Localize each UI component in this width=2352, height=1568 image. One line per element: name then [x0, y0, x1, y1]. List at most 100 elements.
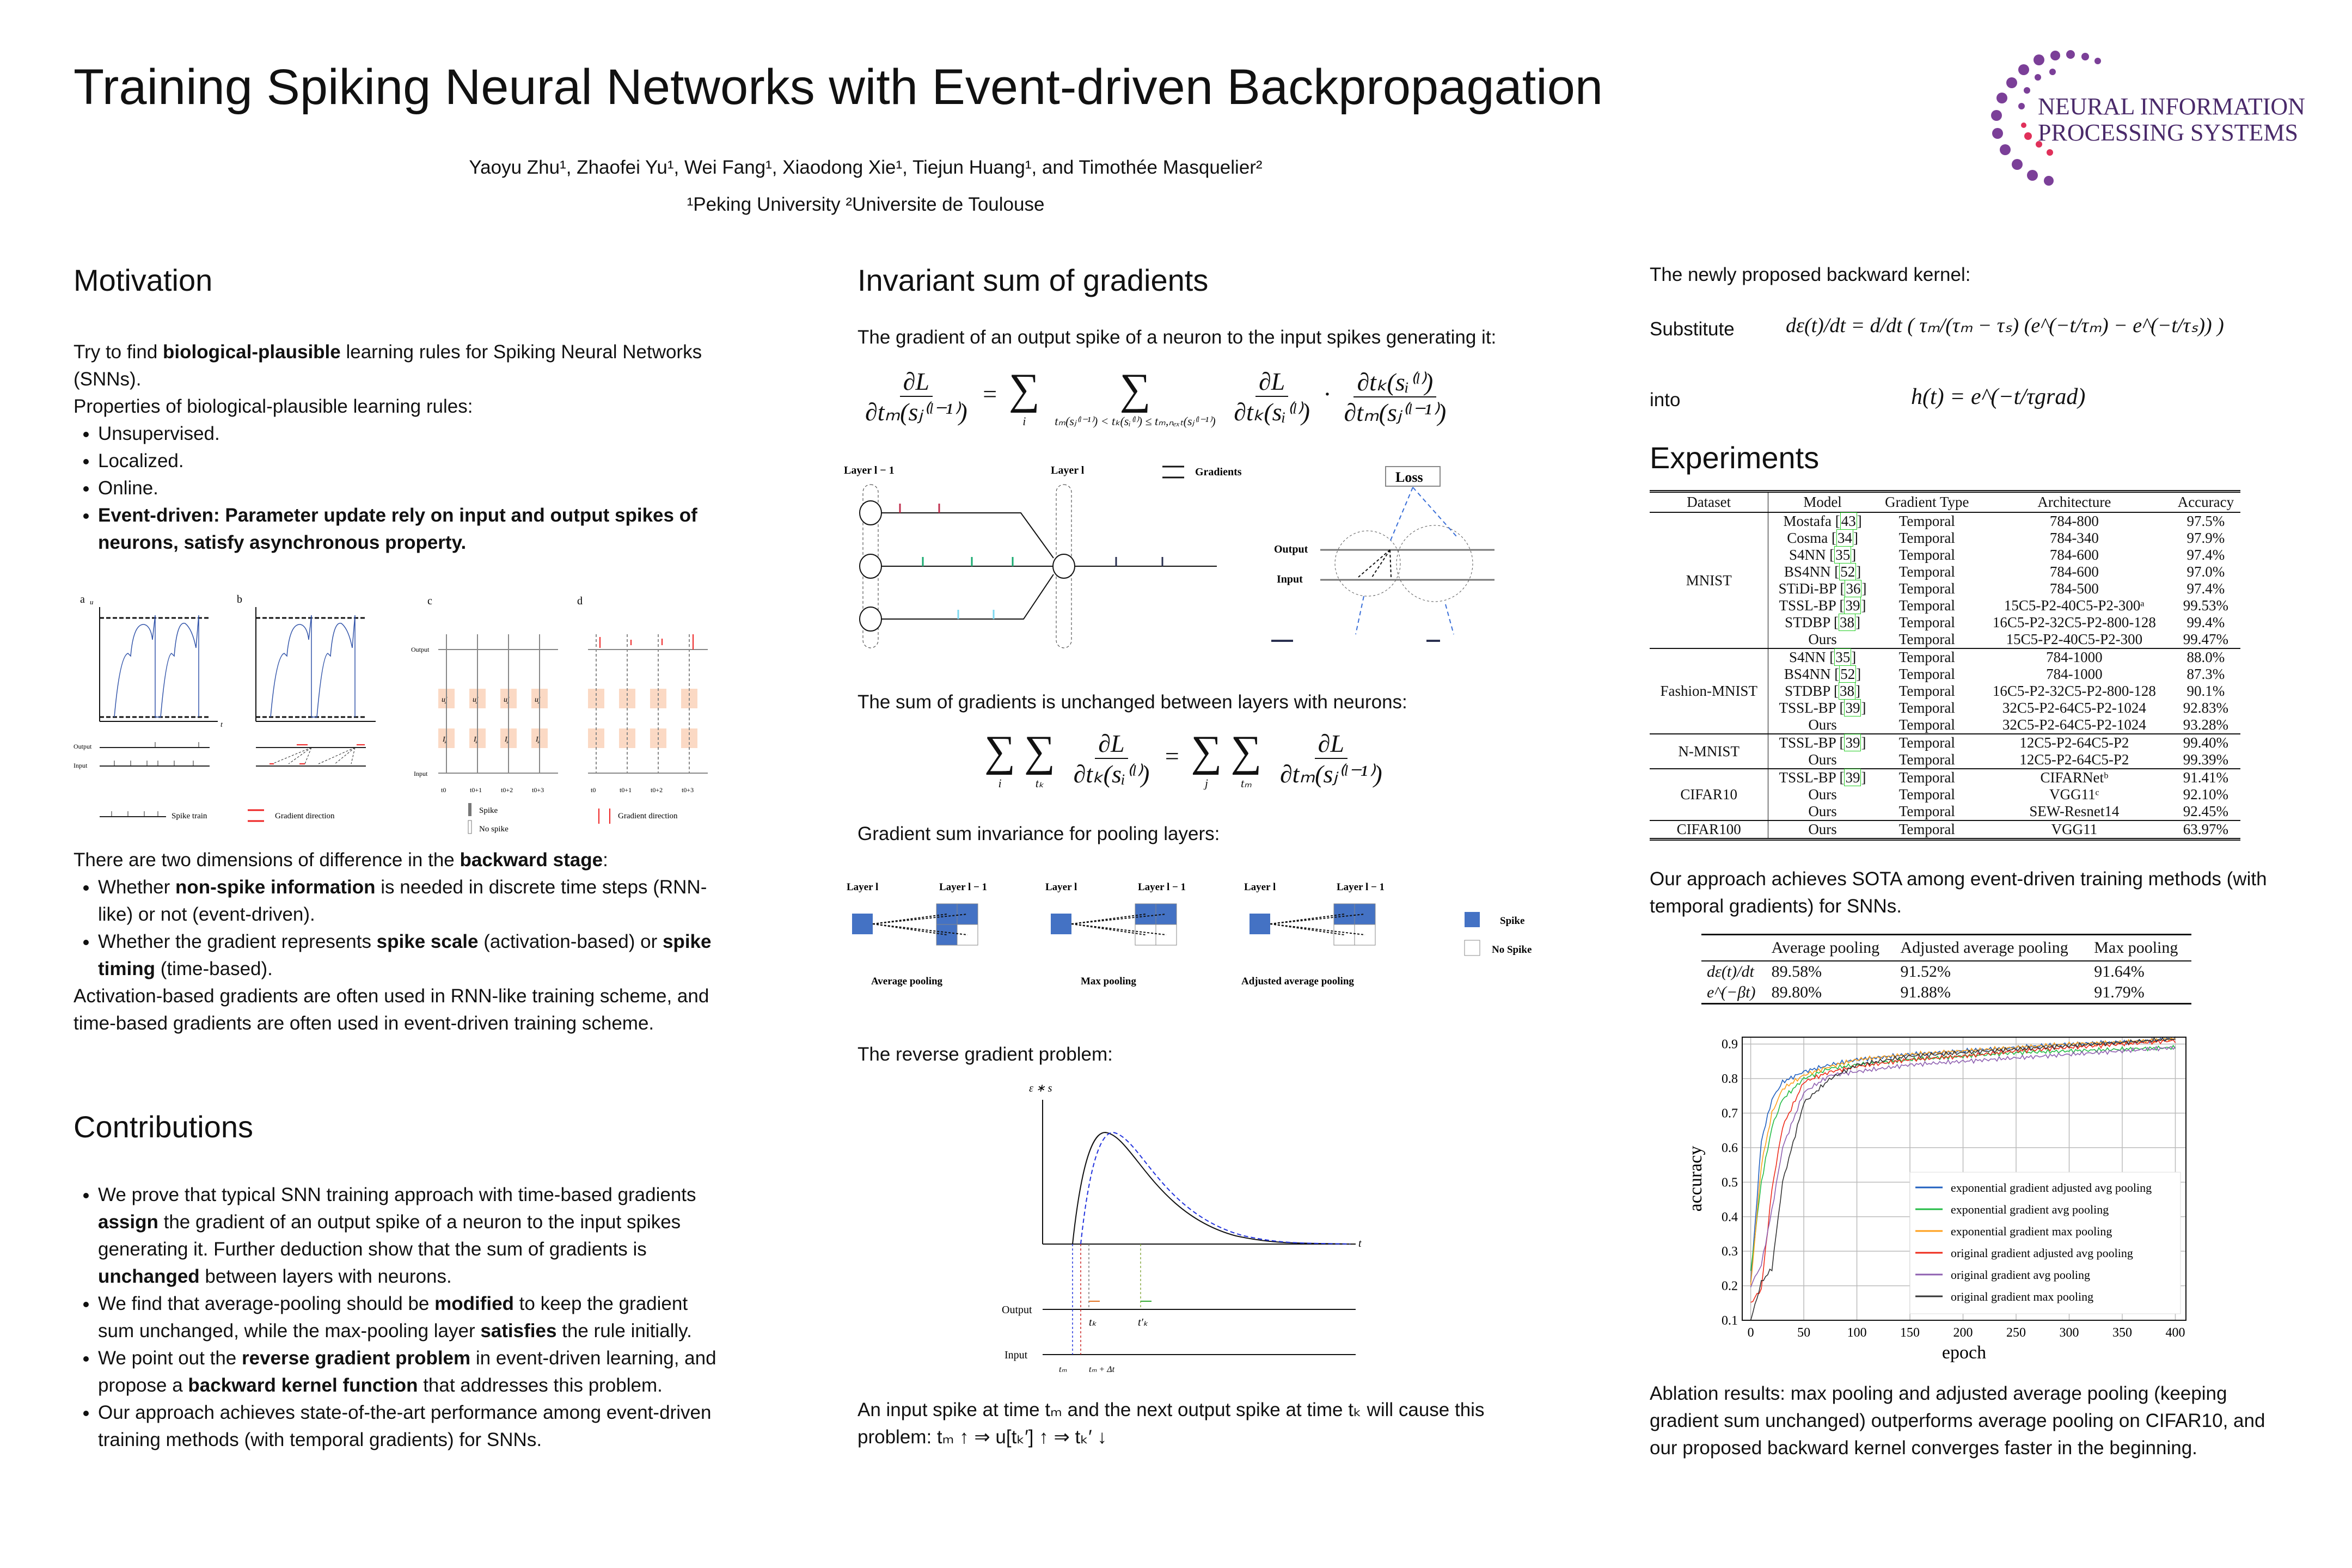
svg-text:Layer l: Layer l [1051, 464, 1085, 476]
svg-text:t0: t0 [441, 786, 446, 794]
svg-text:t0+2: t0+2 [501, 786, 513, 794]
svg-text:Layer l − 1: Layer l − 1 [939, 881, 987, 893]
svg-text:Output: Output [411, 646, 430, 653]
legend-spike: Spike [479, 806, 498, 815]
model-cell: Ours [1808, 631, 1837, 647]
invariant-intro: The gradient of an output spike of a neu… [857, 327, 1497, 348]
x-tick-label: 250 [2006, 1326, 2026, 1340]
svg-text:Ij: Ij [442, 736, 448, 744]
svg-text:t′ₖ: t′ₖ [1138, 1316, 1148, 1328]
series-line-2 [1750, 1037, 2176, 1285]
citation-link[interactable]: 39 [1844, 597, 1861, 614]
svg-text:Output: Output [74, 743, 92, 750]
layer-l-spike [852, 914, 873, 934]
neurips-logo: NEURAL INFORMATION PROCESSING SYSTEMS [1974, 44, 2322, 196]
model-cell: STDBP [38] [1785, 614, 1860, 631]
model-cell: Ours [1808, 786, 1837, 803]
svg-text:Gradient direction: Gradient direction [618, 812, 678, 820]
equation-backward-kernel: h(t) = e^(−t/τgrad) [1911, 384, 2086, 409]
svg-text:Spike: Spike [1500, 915, 1524, 927]
svg-text:b: b [237, 593, 242, 605]
citation-link[interactable]: 38 [1838, 682, 1855, 700]
citation-link[interactable]: 39 [1844, 769, 1861, 786]
y-tick-label: 0.2 [1722, 1279, 1738, 1294]
series-line-1 [1750, 1044, 2176, 1271]
gradient-type-cell: Temporal [1898, 751, 1955, 768]
svg-text:t: t [1358, 1238, 1362, 1250]
legend-label: original gradient max pooling [1951, 1290, 2093, 1303]
citation-link[interactable]: 39 [1844, 699, 1861, 716]
x-tick-label: 50 [1797, 1326, 1810, 1340]
svg-text:ε ∗ s: ε ∗ s [1029, 1082, 1052, 1094]
y-tick-label: 0.1 [1722, 1314, 1738, 1328]
citation-link[interactable]: 38 [1838, 614, 1855, 631]
citation-link[interactable]: 39 [1844, 734, 1861, 751]
citation-link[interactable]: 36 [1845, 580, 1862, 597]
svg-text:Loss: Loss [1395, 469, 1423, 485]
accuracy-cell: 97.4% [2186, 547, 2225, 563]
pooling-invariance-text: Gradient sum invariance for pooling laye… [857, 823, 1220, 844]
svg-text:Layer l − 1: Layer l − 1 [1138, 881, 1186, 893]
accuracy-cell: 97.5% [2186, 513, 2225, 529]
model-cell: TSSL-BP [39] [1779, 699, 1866, 716]
accuracy-cell: 93.28% [2183, 716, 2229, 733]
svg-text:Average pooling: Average pooling [871, 976, 943, 987]
svg-text:No Spike: No Spike [1492, 944, 1532, 955]
svg-text:tₘ: tₘ [1059, 1365, 1067, 1374]
logo-line2: PROCESSING SYSTEMS [2038, 119, 2298, 146]
citation-link[interactable]: 34 [1836, 529, 1853, 547]
dimension-item: Whether the gradient represents spike sc… [98, 928, 727, 983]
svg-text:Output: Output [1274, 543, 1308, 555]
model-cell: TSSL-BP [39] [1768, 768, 1877, 786]
pool-header: Average pooling [1766, 934, 1895, 961]
architecture-cell: 784-340 [2049, 530, 2099, 546]
citation-link[interactable]: 43 [1840, 512, 1857, 530]
y-tick-label: 0.6 [1722, 1141, 1738, 1155]
pool-row: e^(−βt)89.80%91.88%91.79% [1701, 982, 2191, 1004]
svg-text:tₖ: tₖ [1089, 1316, 1097, 1328]
x-tick-label: 350 [2112, 1326, 2132, 1340]
experiments-heading: Experiments [1650, 440, 1820, 475]
series-line-4 [1750, 1045, 2176, 1288]
equation-epsilon-derivative: dε(t)/dt = d/dt ( τₘ/(τₘ − τₛ) (e^(−t/τₘ… [1786, 314, 2224, 337]
gradient-flow-figure: Layer l − 1 Layer l Gradients Loss Outpu… [841, 460, 1494, 659]
gradient-type-cell: Temporal [1876, 733, 1977, 751]
layer-l-spike [1250, 914, 1270, 934]
model-cell: Mostafa [43] [1783, 512, 1862, 530]
dataset-cell: MNIST [1650, 512, 1769, 648]
model-cell: S4NN [35] [1768, 648, 1877, 666]
equation-gradient-assignment: ∂L∂tₘ(sⱼ⁽ˡ⁻¹⁾) = ∑i ∑tₘ(sⱼ⁽ˡ⁻¹⁾) < tₖ(sᵢ… [865, 365, 1447, 428]
accuracy-cell: 91.88% [1895, 982, 2089, 1004]
svg-text:Layer l − 1: Layer l − 1 [1337, 881, 1385, 893]
y-tick-label: 0.5 [1722, 1175, 1738, 1190]
x-tick-label: 150 [1900, 1326, 1920, 1340]
kernel-cell: dε(t)/dt [1707, 963, 1754, 981]
citation-link[interactable]: 35 [1834, 648, 1852, 666]
sota-text: Our approach achieves SOTA among event-d… [1650, 868, 2267, 917]
accuracy-cell: 91.79% [2088, 982, 2191, 1004]
authors: Yaoyu Zhu¹, Zhaofei Yu¹, Wei Fang¹, Xiao… [469, 157, 1263, 178]
gradient-type-cell: Temporal [1898, 614, 1955, 630]
y-tick-label: 0.7 [1722, 1107, 1738, 1121]
citation-link[interactable]: 52 [1839, 665, 1857, 683]
citation-link[interactable]: 52 [1839, 563, 1857, 580]
contributions-list: We prove that typical SNN training appro… [74, 1181, 727, 1454]
backward-stage-text: There are two dimensions of difference i… [74, 847, 727, 1037]
substitute-label: Substitute [1650, 318, 1735, 340]
architecture-cell: 784-500 [2049, 580, 2099, 597]
gradient-type-cell: Temporal [1898, 716, 1955, 733]
citation-link[interactable]: 35 [1834, 546, 1852, 564]
architecture-cell: 16C5-P2-32C5-P2-800-128 [1992, 614, 2156, 630]
property-item: Unsupervised. [98, 420, 727, 448]
gradient-type-cell: Temporal [1898, 631, 1955, 647]
